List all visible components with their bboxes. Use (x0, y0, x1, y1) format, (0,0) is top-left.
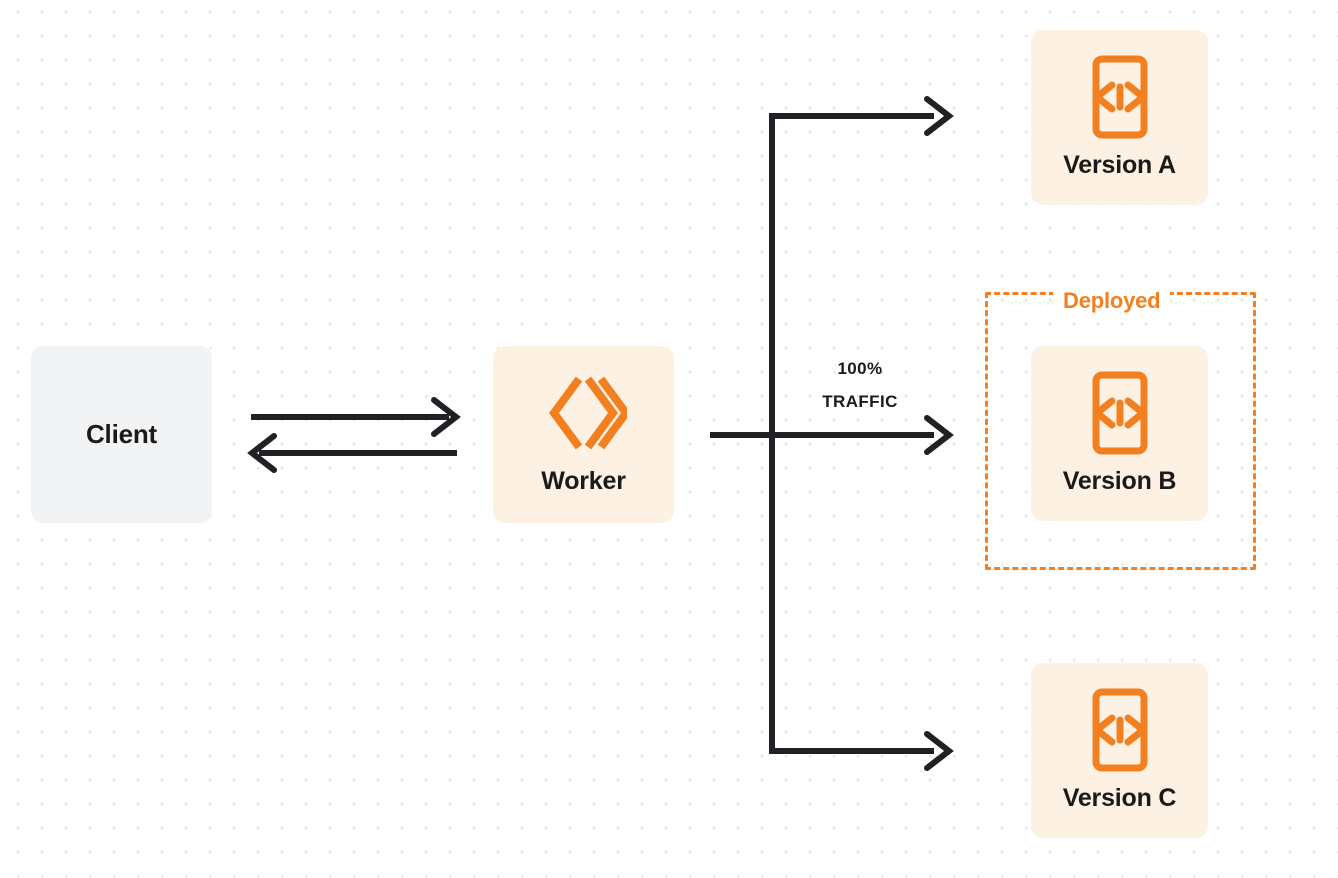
deployed-badge: Deployed (1053, 288, 1171, 314)
node-version-a[interactable]: Version A (1031, 30, 1208, 205)
node-client-label: Client (85, 419, 158, 449)
code-file-icon (1087, 688, 1153, 772)
node-version-c-label: Version C (1062, 784, 1177, 812)
cloudflare-workers-logo-icon (541, 373, 627, 453)
node-worker[interactable]: Worker (493, 346, 674, 523)
traffic-percent: 100% (837, 359, 883, 378)
node-version-b[interactable]: Version B (1031, 346, 1208, 521)
arrow-worker-to-version-c (769, 731, 954, 771)
node-version-b-label: Version B (1062, 467, 1177, 495)
node-worker-label: Worker (541, 467, 626, 495)
arrow-client-to-worker (251, 397, 461, 437)
traffic-word: TRAFFIC (822, 392, 898, 412)
arrow-worker-to-version-b (772, 415, 954, 455)
arrow-worker-to-client (247, 433, 457, 473)
code-file-icon (1087, 371, 1153, 455)
traffic-label: 100% TRAFFIC (786, 352, 934, 418)
node-version-a-label: Version A (1063, 151, 1176, 179)
node-version-c[interactable]: Version C (1031, 663, 1208, 838)
code-file-icon (1087, 55, 1153, 139)
branch-trunk (710, 113, 775, 752)
arrow-worker-to-version-a (769, 96, 954, 136)
node-client[interactable]: Client (31, 346, 212, 523)
